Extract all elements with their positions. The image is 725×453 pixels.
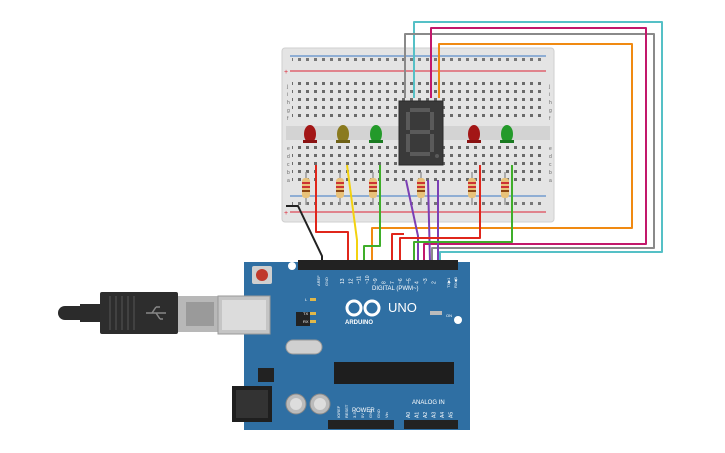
aref-pin-label: AREF (316, 275, 321, 286)
row-letter: d (287, 154, 290, 160)
rx-pin-label: RX◀0 (453, 276, 458, 288)
arduino-uno-board[interactable] (217, 260, 470, 430)
wire-purple-3[interactable] (427, 179, 431, 263)
row-letter: f (549, 116, 551, 122)
digital-header-label: DIGITAL (PWM~) (372, 286, 419, 292)
power-pin-label: 3.3V (352, 409, 357, 418)
analog-pin-label: A5 (449, 412, 455, 418)
row-letter: i (549, 92, 550, 98)
resistor-4[interactable] (417, 172, 425, 205)
row-letter: d (549, 154, 552, 160)
analog-pin-label: A3 (432, 412, 438, 418)
rail-plus-label: + (284, 69, 288, 76)
led-rx-label: RX (303, 319, 309, 324)
row-letter: g (549, 108, 552, 114)
power-label: POWER (352, 408, 375, 414)
power-pin-label: Vin (384, 412, 389, 418)
power-pin-label: 5V (360, 413, 365, 418)
led-l-label: L (305, 297, 308, 302)
resistor-1[interactable] (302, 172, 310, 205)
usb-cable[interactable] (58, 292, 218, 334)
led-red-1[interactable] (303, 125, 317, 143)
analog-pin-label: A2 (423, 412, 429, 418)
row-letter: f (287, 116, 289, 122)
usb-icon (146, 306, 166, 320)
digital-pin-label: 4 (415, 281, 421, 284)
wire-purple-1[interactable] (405, 179, 419, 262)
on-led-label: ON (446, 313, 452, 318)
row-letter: h (549, 100, 552, 106)
row-letter: a (549, 178, 552, 184)
resistor-2[interactable] (336, 172, 344, 205)
led-green-1[interactable] (369, 125, 383, 143)
rail-plus-label-bottom: + (284, 210, 288, 217)
led-red-2[interactable] (467, 125, 481, 143)
board-model: UNO (388, 300, 417, 315)
power-pin-label: RESET (344, 404, 349, 418)
wire-green-1[interactable] (363, 165, 381, 262)
power-pin-label: IOREF (336, 405, 341, 418)
wire-pink[interactable] (423, 27, 647, 262)
arduino-logo-text: ARDUINO (345, 320, 373, 326)
led-green-2[interactable] (500, 125, 514, 143)
led-tx-label: TX (303, 311, 308, 316)
row-letter: j (548, 84, 550, 90)
led-yellow[interactable] (336, 125, 350, 143)
row-letter: c (287, 162, 290, 168)
row-letter: j (286, 84, 288, 90)
wire-red-1[interactable] (315, 165, 349, 262)
row-letter: c (549, 162, 552, 168)
row-letter: e (549, 146, 552, 152)
tx-pin-label: TX▶1 (446, 277, 451, 288)
digital-pin-label: ~11 (357, 276, 363, 284)
wire-red-2[interactable] (399, 165, 481, 262)
arduino-infinity-logo (345, 299, 381, 317)
power-pin-label: GND (376, 409, 381, 418)
wire-black-gnd[interactable] (286, 205, 323, 262)
wire-red-3[interactable] (391, 233, 404, 262)
resistor-3[interactable] (369, 172, 377, 205)
digital-pin-label: 2 (431, 281, 437, 284)
power-pin-label: GND (368, 409, 373, 418)
analog-pin-label: A0 (406, 412, 412, 418)
row-letter: b (549, 170, 552, 176)
digital-pin-label: ~5 (406, 278, 412, 284)
digital-pin-label: ~6 (398, 278, 404, 284)
wire-gray[interactable] (404, 33, 655, 262)
digital-pin-label: ~9 (373, 278, 379, 284)
wire-orange[interactable] (371, 43, 633, 262)
row-letter: b (287, 170, 290, 176)
resistor-6[interactable] (501, 172, 509, 205)
row-letter: a (287, 178, 290, 184)
analog-pin-label: A1 (415, 412, 421, 418)
atmega-chip (334, 362, 454, 384)
wire-yellow[interactable] (346, 164, 358, 262)
digital-pin-label: 7 (390, 281, 396, 284)
gnd-pin-label: GND (324, 277, 329, 286)
row-letter: e (287, 146, 290, 152)
row-letter: h (287, 100, 290, 106)
digital-pin-label: ~3 (423, 278, 429, 284)
seven-segment-display[interactable] (398, 100, 444, 166)
digital-pin-label: 13 (340, 278, 346, 284)
row-letter: g (287, 108, 290, 114)
digital-pin-label: 12 (348, 278, 354, 284)
analog-in-label: ANALOG IN (412, 400, 445, 406)
digital-pin-label: ~10 (365, 275, 371, 284)
analog-pin-label: A4 (440, 412, 446, 418)
digital-pin-label: 8 (382, 281, 388, 284)
row-letter: i (287, 92, 288, 98)
wire-green-2[interactable] (413, 165, 513, 262)
resistor-5[interactable] (468, 172, 476, 205)
